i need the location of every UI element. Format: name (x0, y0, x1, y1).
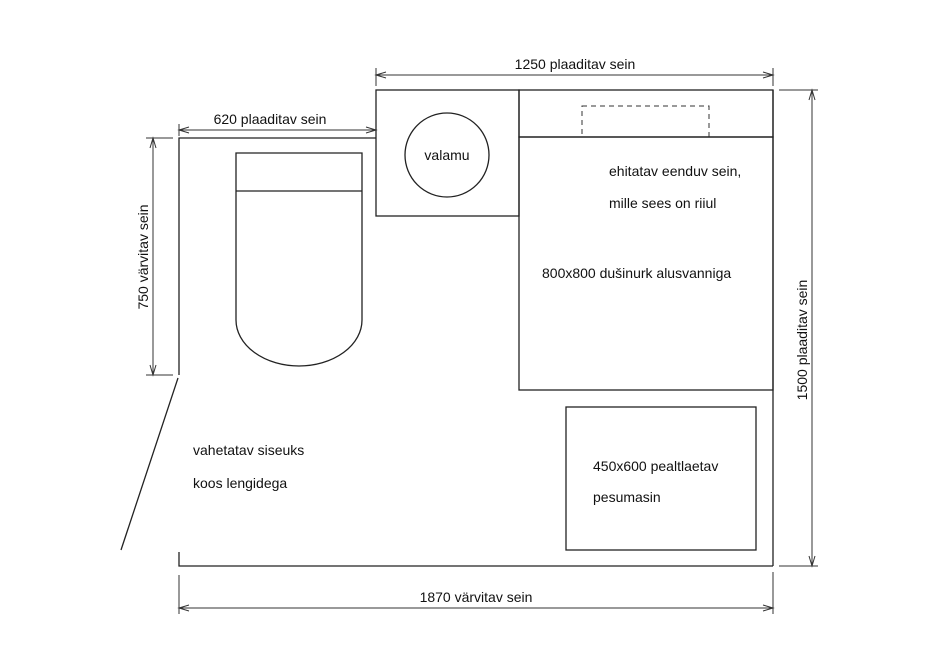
washer-label-2: pesumasin (593, 489, 661, 505)
built-wall-label-2: mille sees on riiul (609, 195, 716, 211)
dimension-bottom: 1870 värvitav sein (177, 572, 775, 614)
dimension-top: 1250 plaaditav sein (374, 56, 775, 86)
bottom-wall (178, 552, 773, 567)
door-label-2: koos lengidega (193, 475, 287, 491)
door-label-1: vahetatav siseuks (193, 442, 304, 458)
dimension-left: 750 värvitav sein (135, 136, 173, 377)
dimension-top-left: 620 plaaditav sein (177, 111, 378, 136)
dimension-right: 1500 plaaditav sein (779, 88, 818, 568)
built-wall-label-1: ehitatav eenduv sein, (609, 163, 741, 179)
sink-label: valamu (424, 147, 469, 163)
dimension-top-left-label: 620 plaaditav sein (214, 111, 327, 127)
door-swing-line (120, 377, 179, 551)
dimension-top-label: 1250 plaaditav sein (515, 56, 636, 72)
shower-corner (518, 136, 774, 391)
dimension-right-label: 1500 plaaditav sein (794, 280, 810, 401)
dimension-bottom-label: 1870 värvitav sein (420, 589, 533, 605)
toilet (235, 152, 363, 367)
sink-basin (404, 112, 490, 198)
left-top-wall (178, 137, 376, 375)
built-wall-ledge (518, 89, 774, 138)
washer-label-1: 450x600 pealtlaetav (593, 458, 718, 474)
washing-machine (565, 406, 757, 551)
shower-label: 800x800 dušinurk alusvanniga (542, 265, 731, 281)
hidden-shelf (581, 105, 710, 138)
dimension-left-label: 750 värvitav sein (135, 204, 151, 309)
